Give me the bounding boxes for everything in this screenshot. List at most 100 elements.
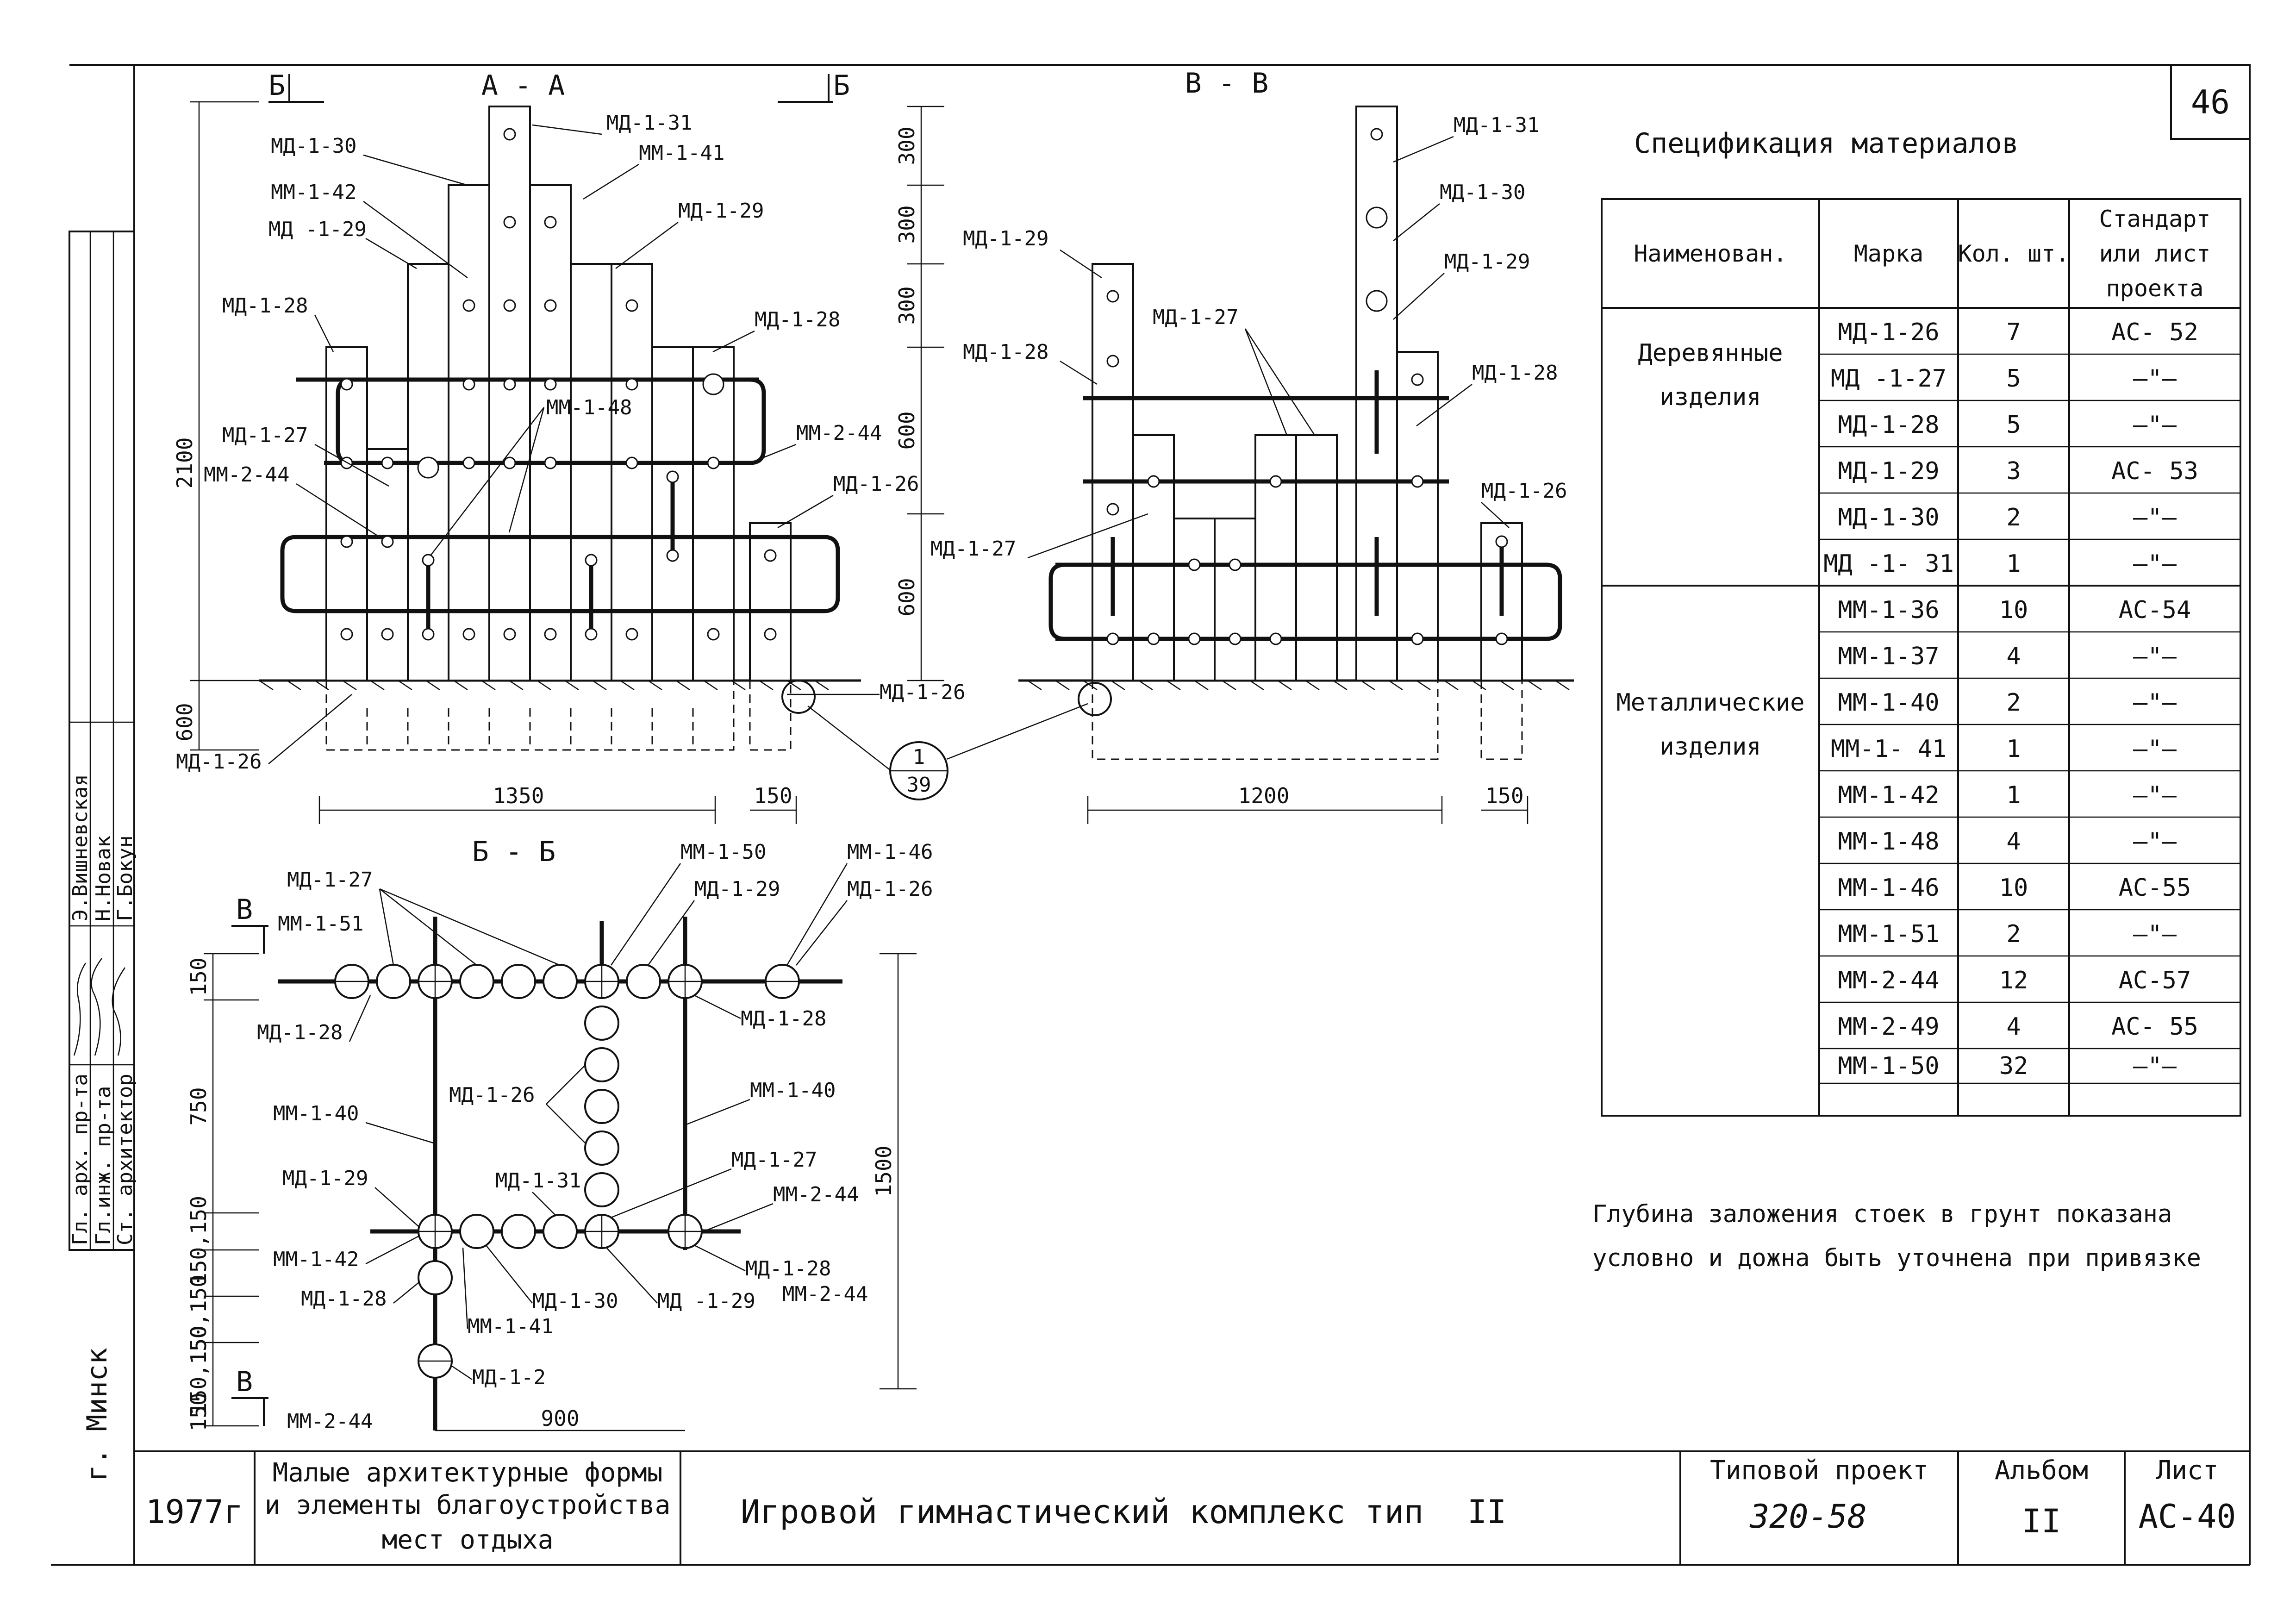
spec-qty: 2 xyxy=(2006,689,2021,717)
stamp-role-1: Гл. арх. пр-та xyxy=(69,1074,92,1245)
vv-label-md129-r: МД-1-29 xyxy=(1444,250,1530,274)
spec-mark: МД-1-30 xyxy=(1838,504,1939,531)
vv-label-md126: МД-1-26 xyxy=(1481,479,1567,503)
spec-std: —"— xyxy=(2133,504,2177,531)
spec-qty: 10 xyxy=(1999,596,2028,624)
spec-row-lines xyxy=(1819,353,2240,1084)
bb-label-md12: МД-1-2 xyxy=(472,1366,546,1389)
spec-mark: ММ-1-37 xyxy=(1838,643,1939,670)
post-vv-4 xyxy=(1214,518,1256,681)
spec-std: —"— xyxy=(2133,735,2177,763)
post-aa-2 xyxy=(366,448,409,681)
spec-mark: ММ-1-46 xyxy=(1838,874,1939,902)
spec-std: —"— xyxy=(2133,781,2177,809)
spec-mark: ММ-2-49 xyxy=(1838,1013,1939,1041)
spec-qty: 3 xyxy=(2006,457,2021,485)
bb-label-md131: МД-1-31 xyxy=(495,1169,581,1193)
dim-bb-150-c: 150,150 xyxy=(186,1274,211,1364)
bb-label-md128-l: МД-1-28 xyxy=(257,1021,343,1044)
dim-bb-150-a: 150 xyxy=(186,957,211,996)
bb-label-mm150: ММ-1-50 xyxy=(680,840,766,864)
vv-label-md129-l: МД-1-29 xyxy=(963,227,1048,250)
sheet-number-box: 46 xyxy=(2170,64,2251,140)
spec-header-std-1: Стандарт xyxy=(2099,206,2211,232)
bb-label-md127: МД-1-27 xyxy=(287,868,373,892)
bb-label-mm244-b: ММ-2-44 xyxy=(287,1410,373,1433)
spec-header-qty: Кол. шт. xyxy=(1958,240,2070,267)
post-aa-6 xyxy=(529,184,572,681)
bb-label-mm140-r: ММ-1-40 xyxy=(750,1079,836,1102)
spec-qty: 5 xyxy=(2006,411,2021,439)
spec-std: —"— xyxy=(2133,550,2177,578)
spec-table: Спецификация материалов Наименован. Мар xyxy=(1601,127,2241,1117)
aa-label-md128-l: МД-1-28 xyxy=(222,294,308,318)
bb-label-mm151: ММ-1-51 xyxy=(278,912,363,936)
spec-qty: 10 xyxy=(1999,874,2028,902)
tb-project-num: 320-58 xyxy=(1749,1498,1867,1536)
dim-vv-300-1: 300 xyxy=(894,126,919,165)
spec-qty: 1 xyxy=(2006,781,2021,809)
spec-qty: 32 xyxy=(1999,1052,2028,1080)
stamp-role-3: Ст. архитектор xyxy=(113,1074,137,1245)
tb-title: Игровой гимнастический комплекс тип xyxy=(741,1493,1423,1531)
callout-bottom: 39 xyxy=(907,773,931,797)
cut-mark-bottom: В xyxy=(236,1366,253,1398)
bb-label-md129-l: МД-1-29 xyxy=(282,1167,368,1190)
circles-bb xyxy=(334,964,800,1379)
dim-bb-1500: 1500 xyxy=(871,1146,896,1197)
cut-mark-left: Б xyxy=(268,69,285,102)
spec-header-mark: Марка xyxy=(1854,240,1924,267)
stamp-name-3: Г.Бокун xyxy=(113,836,137,921)
spec-std: —"— xyxy=(2133,1052,2177,1080)
spec-qty: 4 xyxy=(2006,643,2021,670)
spec-qty: 4 xyxy=(2006,1013,2021,1041)
spec-header-name: Наименован. xyxy=(1634,240,1787,267)
aa-label-md128-r: МД-1-28 xyxy=(755,308,840,331)
post-aa-11 xyxy=(749,522,792,681)
bb-label-mm140-l: ММ-1-40 xyxy=(273,1102,359,1125)
spec-std: —"— xyxy=(2133,411,2177,439)
post-vv-1 xyxy=(1092,263,1134,681)
tb-type-num: II xyxy=(1467,1493,1506,1531)
bb-label-md126-t: МД-1-26 xyxy=(847,877,933,901)
signature-1 xyxy=(73,962,87,1056)
bb-label-md127-r: МД-1-27 xyxy=(731,1148,817,1172)
spec-mark: МД-1-28 xyxy=(1838,411,1939,439)
spec-std: АС-54 xyxy=(2119,596,2191,624)
spec-mark: МД-1-29 xyxy=(1838,457,1939,485)
view-vv: В - В xyxy=(894,67,1574,824)
spec-qty: 5 xyxy=(2006,365,2021,393)
hoop-vv-1 xyxy=(1048,562,1092,641)
left-stamp: Гл. арх. пр-та Гл.инж. пр-та Ст. архитек… xyxy=(69,231,137,1481)
spec-group-1-line2: изделия xyxy=(1660,383,1761,411)
stamp-city: г. Минск xyxy=(81,1348,113,1481)
aa-label-md126-b: МД-1-26 xyxy=(176,750,262,774)
spec-qty: 2 xyxy=(2006,920,2021,948)
spec-qty: 1 xyxy=(2006,550,2021,578)
dim-bb-150-e: 150 xyxy=(186,1393,211,1431)
spec-qty: 7 xyxy=(2006,319,2021,346)
tb-series-1: Малые архитектурные формы xyxy=(273,1458,663,1488)
spec-group-1-line1: Деревянные xyxy=(1638,339,1783,367)
note-line-1: Глубина заложения стоек в грунт показана xyxy=(1592,1200,2172,1228)
spec-std: —"— xyxy=(2133,365,2177,393)
dim-aa-2100: 2100 xyxy=(172,437,197,489)
spec-row: МД-1-28 5 —"— xyxy=(1838,411,2177,439)
tb-sheet-label: Лист xyxy=(2156,1455,2219,1486)
sheet-frame xyxy=(51,64,2251,1566)
signature-3 xyxy=(112,967,126,1056)
spec-mark: МД -1-27 xyxy=(1831,365,1947,393)
cut-mark-top: В xyxy=(236,893,253,926)
